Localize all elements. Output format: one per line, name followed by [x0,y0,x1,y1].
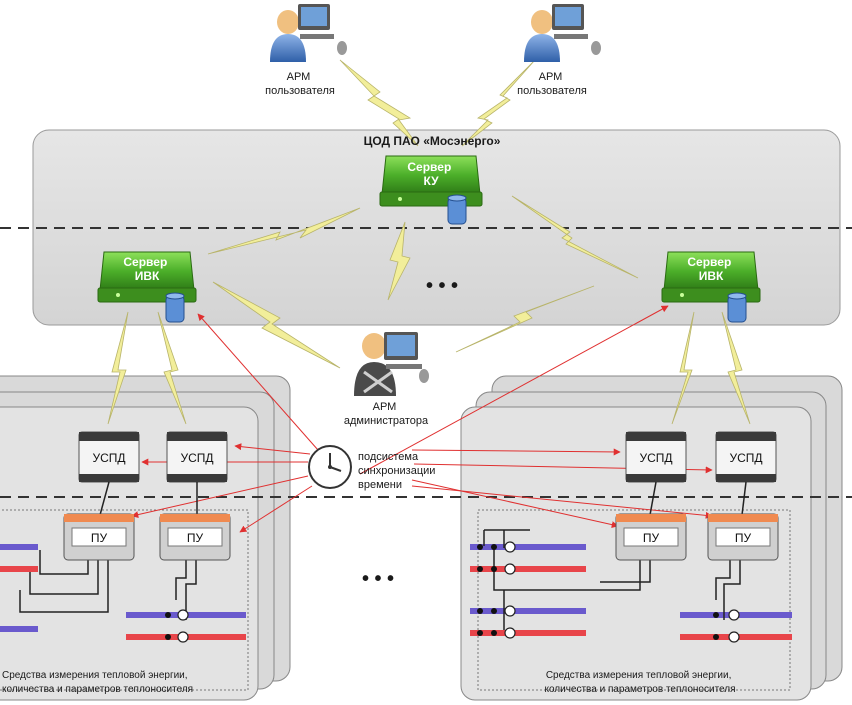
server-ivk-right-line2: ИВК [699,269,724,283]
svg-text:Средства измерения тепловой эн: Средства измерения тепловой энергии, кол… [544,670,735,695]
server-ku-line1: Сервер [407,160,451,174]
server-ivk-right-line1: Сервер [687,255,731,269]
pu-label: ПУ [643,531,660,545]
svg-text:подсистема синхронизации: подсистема синхронизации времени [358,451,439,491]
site-caption-left-line2: количества и параметров теплоносителя [2,684,193,695]
server-ivk-left-icon [97,251,197,323]
pu-device [63,513,135,561]
sync-line2: синхронизации [358,465,435,477]
ellipsis-datacenter: • • • [426,275,458,297]
uspd-label: УСПД [639,451,672,465]
server-ivk-left-line2: ИВК [135,269,160,283]
site-caption-right-line1: Средства измерения тепловой энергии, [546,670,732,681]
arm-user-left-line1: АРМ [287,71,311,83]
site-caption-left-line1: Средства измерения тепловой энергии, [2,670,188,681]
site-panel-left [0,375,291,701]
pu-device [159,513,231,561]
uspd-device [166,431,228,483]
user-workstation-icon-left [270,4,347,62]
svg-text:Средства измерения тепловой эн: Средства измерения тепловой энергии, кол… [2,670,193,695]
uspd-label: УСПД [729,451,762,465]
svg-text:АРМ администратора: АРМ администратора [344,401,429,427]
ellipsis-sites: • • • [362,568,394,590]
admin-workstation-icon [354,332,429,396]
arm-user-left-line2: пользователя [265,85,335,97]
pu-device [615,513,687,561]
arm-admin-line1: АРМ [373,401,397,413]
svg-text:Сервер ИВК: Сервер ИВК [687,255,734,283]
server-ku-line2: КУ [423,174,439,188]
pu-label: ПУ [187,531,204,545]
arm-user-right-line2: пользователя [517,85,587,97]
server-ivk-left-line1: Сервер [123,255,167,269]
uspd-pu-wires [99,481,747,516]
datacenter-title: ЦОД ПАО «Мосэнерго» [364,134,501,148]
clock-icon [308,445,352,489]
sync-line1: подсистема [358,451,419,463]
arm-user-right-line1: АРМ [539,71,563,83]
user-workstation-icon-right [524,4,601,62]
server-ku-icon [379,155,483,225]
sync-line3: времени [358,479,402,491]
arm-admin-line2: администратора [344,415,429,427]
sensor-wires-left [19,550,197,620]
sensor-dots [165,544,719,640]
svg-text:Сервер ИВК: Сервер ИВК [123,255,170,283]
svg-text:АРМ пользователя: АРМ пользователя [517,71,587,97]
uspd-label: УСПД [180,451,213,465]
sensor-valve-icons [177,541,740,643]
lightning-links [107,59,751,425]
uspd-label: УСПД [92,451,125,465]
sensor-wires-right [483,529,741,630]
pu-label: ПУ [735,531,752,545]
svg-text:АРМ пользователя: АРМ пользователя [265,71,335,97]
site-caption-right-line2: количества и параметров теплоносителя [544,684,735,695]
server-ivk-right-icon [661,251,761,323]
svg-text:Сервер КУ: Сервер КУ [407,160,454,188]
pu-device [707,513,779,561]
pu-label: ПУ [91,531,108,545]
